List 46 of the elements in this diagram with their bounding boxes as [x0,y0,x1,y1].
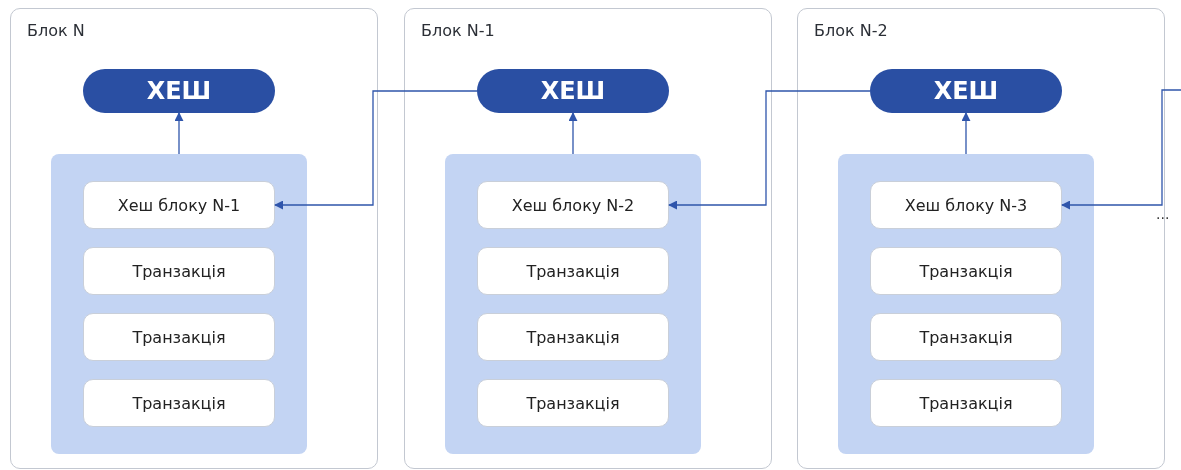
hash-label: ХЕШ [540,77,606,105]
arrow [961,112,971,155]
record-label: Транзакція [919,261,1013,281]
hash-pill [83,69,275,113]
block-frame [797,8,1165,469]
block-title: Блок N [27,21,85,40]
hash-label: ХЕШ [933,77,999,105]
block-title: Блок N-1 [421,21,495,40]
record-box [477,379,669,427]
record-label: Транзакція [526,393,620,413]
record-box [870,379,1062,427]
ellipsis-note: ... [1156,206,1170,222]
record-label: Транзакція [132,393,226,413]
arrow [1061,89,1181,210]
arrow [174,112,184,155]
record-box [83,379,275,427]
record-label: Транзакція [132,261,226,281]
record-box [477,313,669,361]
record-box [477,247,669,295]
block-frame [10,8,378,469]
block-panel [838,154,1094,454]
record-box [870,181,1062,229]
record-label: Транзакція [919,393,1013,413]
record-label: Хеш блоку N-2 [511,195,635,215]
record-box [83,181,275,229]
record-label: Транзакція [526,261,620,281]
record-box [83,313,275,361]
arrow [568,112,578,155]
hash-pill [870,69,1062,113]
record-box [870,313,1062,361]
block-title: Блок N-2 [814,21,888,40]
record-box [477,181,669,229]
record-label: Хеш блоку N-3 [904,195,1028,215]
block-panel [445,154,701,454]
hash-pill [477,69,669,113]
block-panel [51,154,307,454]
hash-label: ХЕШ [146,77,212,105]
record-label: Транзакція [526,327,620,347]
arrow [668,90,871,210]
record-label: Транзакція [919,327,1013,347]
record-label: Хеш блоку N-1 [117,195,241,215]
record-box [870,247,1062,295]
record-box [83,247,275,295]
block-frame [404,8,772,469]
record-label: Транзакція [132,327,226,347]
arrow [274,90,478,210]
